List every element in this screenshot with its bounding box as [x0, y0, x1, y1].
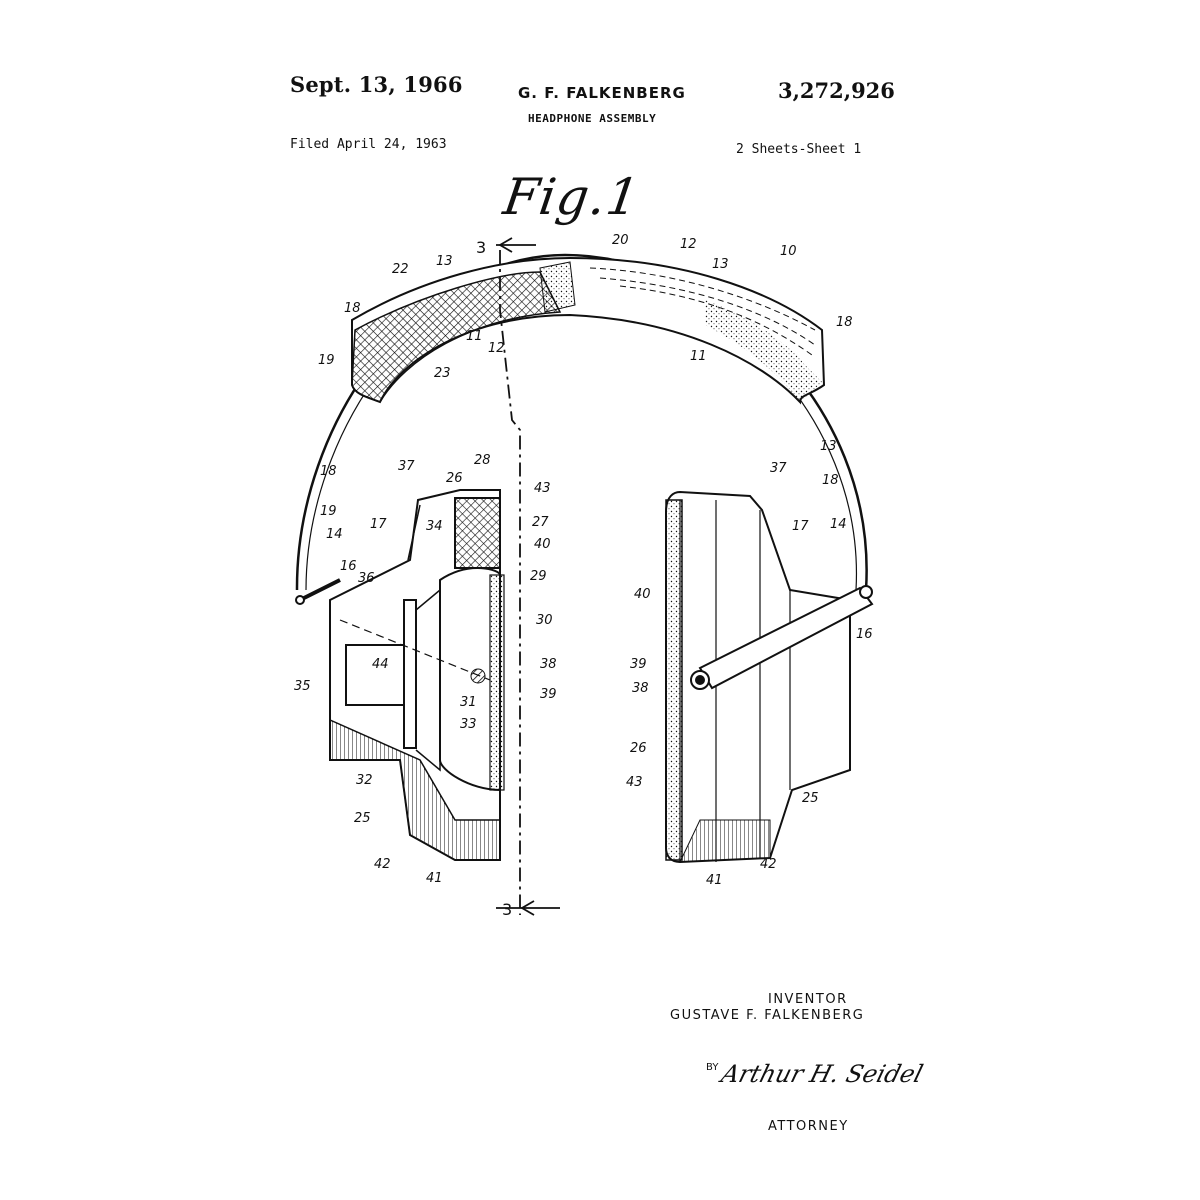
ref-18: 18	[836, 315, 853, 330]
attorney-role: ATTORNEY	[768, 1119, 849, 1134]
ref-38: 38	[632, 681, 649, 696]
patent-number: 3,272,926	[778, 78, 895, 103]
ref-37: 37	[398, 459, 415, 474]
ref-41: 41	[706, 873, 723, 888]
ref-19: 19	[318, 353, 335, 368]
ref-37: 37	[770, 461, 787, 476]
ref-16: 16	[856, 627, 873, 642]
ref-32: 32	[356, 773, 373, 788]
reference-numerals: 10 20 12 13 18 11 22 13 18 11 12 19 23 1…	[294, 233, 873, 919]
ref-12: 12	[680, 237, 697, 252]
ref-11: 11	[690, 349, 707, 364]
ref-13: 13	[712, 257, 729, 272]
ref-19: 19	[320, 504, 337, 519]
ref-27: 27	[532, 515, 549, 530]
ref-43: 43	[534, 481, 551, 496]
ref-11: 11	[466, 329, 483, 344]
ref-26: 26	[446, 471, 463, 486]
ref-39: 39	[540, 687, 557, 702]
headband-cushion	[351, 256, 826, 405]
ref-31: 31	[460, 695, 477, 710]
ref-26: 26	[630, 741, 647, 756]
ref-17: 17	[370, 517, 387, 532]
ref-13: 13	[436, 254, 453, 269]
sheet-count: 2 Sheets-Sheet 1	[736, 142, 862, 157]
ref-16: 16	[340, 559, 357, 574]
ref-35: 35	[294, 679, 311, 694]
patent-title: HEADPHONE ASSEMBLY	[528, 112, 657, 125]
ref-40: 40	[634, 587, 651, 602]
ref-14: 14	[326, 527, 343, 542]
ref-25: 25	[802, 791, 819, 806]
ref-18: 18	[320, 464, 337, 479]
attorney-signature: Arthur H. Seidel	[718, 1060, 926, 1088]
ref-14: 14	[830, 517, 847, 532]
ref-28: 28	[474, 453, 491, 468]
ref-13: 13	[820, 439, 837, 454]
ref-30: 30	[536, 613, 553, 628]
ref-33: 33	[460, 717, 477, 732]
ref-18: 18	[344, 301, 361, 316]
ref-20: 20	[612, 233, 629, 248]
ref-44: 44	[372, 657, 389, 672]
ref-34: 34	[426, 519, 443, 534]
inventor-header: G. F. FALKENBERG	[518, 84, 686, 102]
inventor-name: GUSTAVE F. FALKENBERG	[670, 1008, 865, 1023]
filed-date: Filed April 24, 1963	[290, 137, 447, 152]
section-mark-bottom: 3	[502, 900, 512, 919]
ref-43: 43	[626, 775, 643, 790]
left-earcup-section	[295, 489, 505, 861]
ref-38: 38	[540, 657, 557, 672]
ref-39: 39	[630, 657, 647, 672]
ref-41: 41	[426, 871, 443, 886]
ref-29: 29	[530, 569, 547, 584]
section-mark-top: 3	[476, 238, 486, 257]
ref-10: 10	[780, 244, 797, 259]
right-earcup	[665, 490, 874, 864]
by-label: BY	[706, 1062, 719, 1073]
ref-18: 18	[822, 473, 839, 488]
inventor-role: INVENTOR	[768, 992, 848, 1007]
ref-23: 23	[434, 366, 451, 381]
ref-12: 12	[488, 341, 505, 356]
section-line	[496, 237, 560, 916]
ref-17: 17	[792, 519, 809, 534]
ref-42: 42	[760, 857, 777, 872]
ref-36: 36	[358, 571, 375, 586]
ref-25: 25	[354, 811, 371, 826]
patent-date: Sept. 13, 1966	[290, 72, 463, 97]
ref-22: 22	[392, 262, 409, 277]
ref-42: 42	[374, 857, 391, 872]
ref-40: 40	[534, 537, 551, 552]
